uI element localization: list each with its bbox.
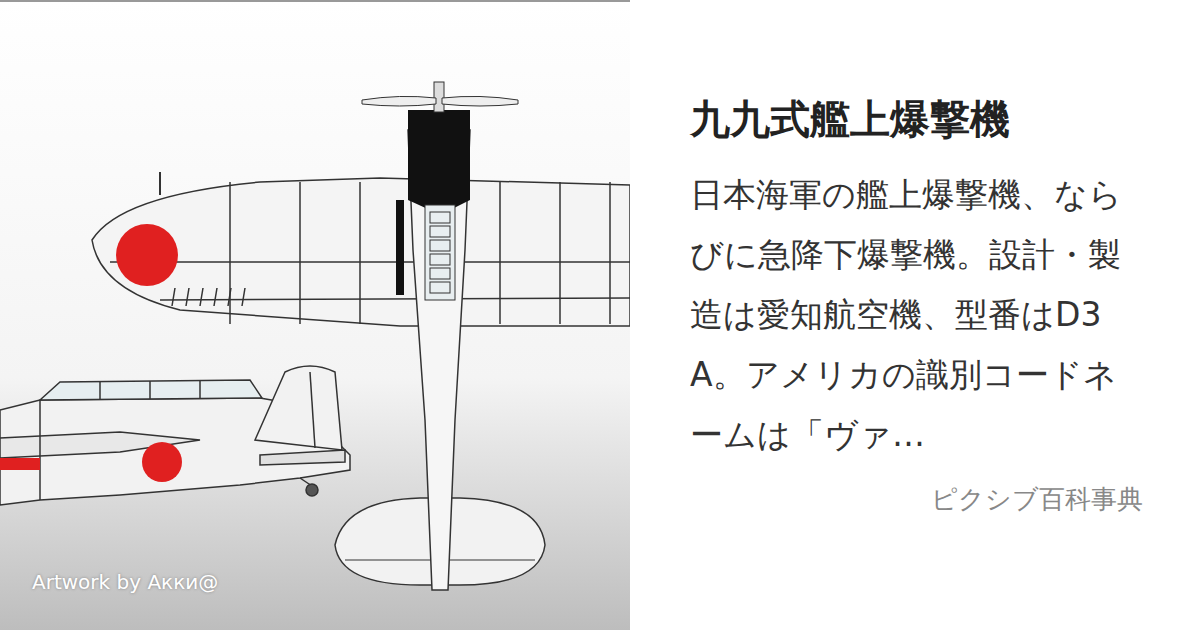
site-name: ピクシブ百科事典	[931, 482, 1143, 517]
aircraft-illustration	[0, 0, 630, 630]
page-title: 九九式艦上爆撃機	[690, 92, 1010, 147]
artwork-credit: Artwork by Акки@	[32, 570, 218, 594]
description-text: 日本海軍の艦上爆撃機、ならびに急降下爆撃機。設計・製造は愛知航空機、型番はD3A…	[690, 165, 1130, 465]
